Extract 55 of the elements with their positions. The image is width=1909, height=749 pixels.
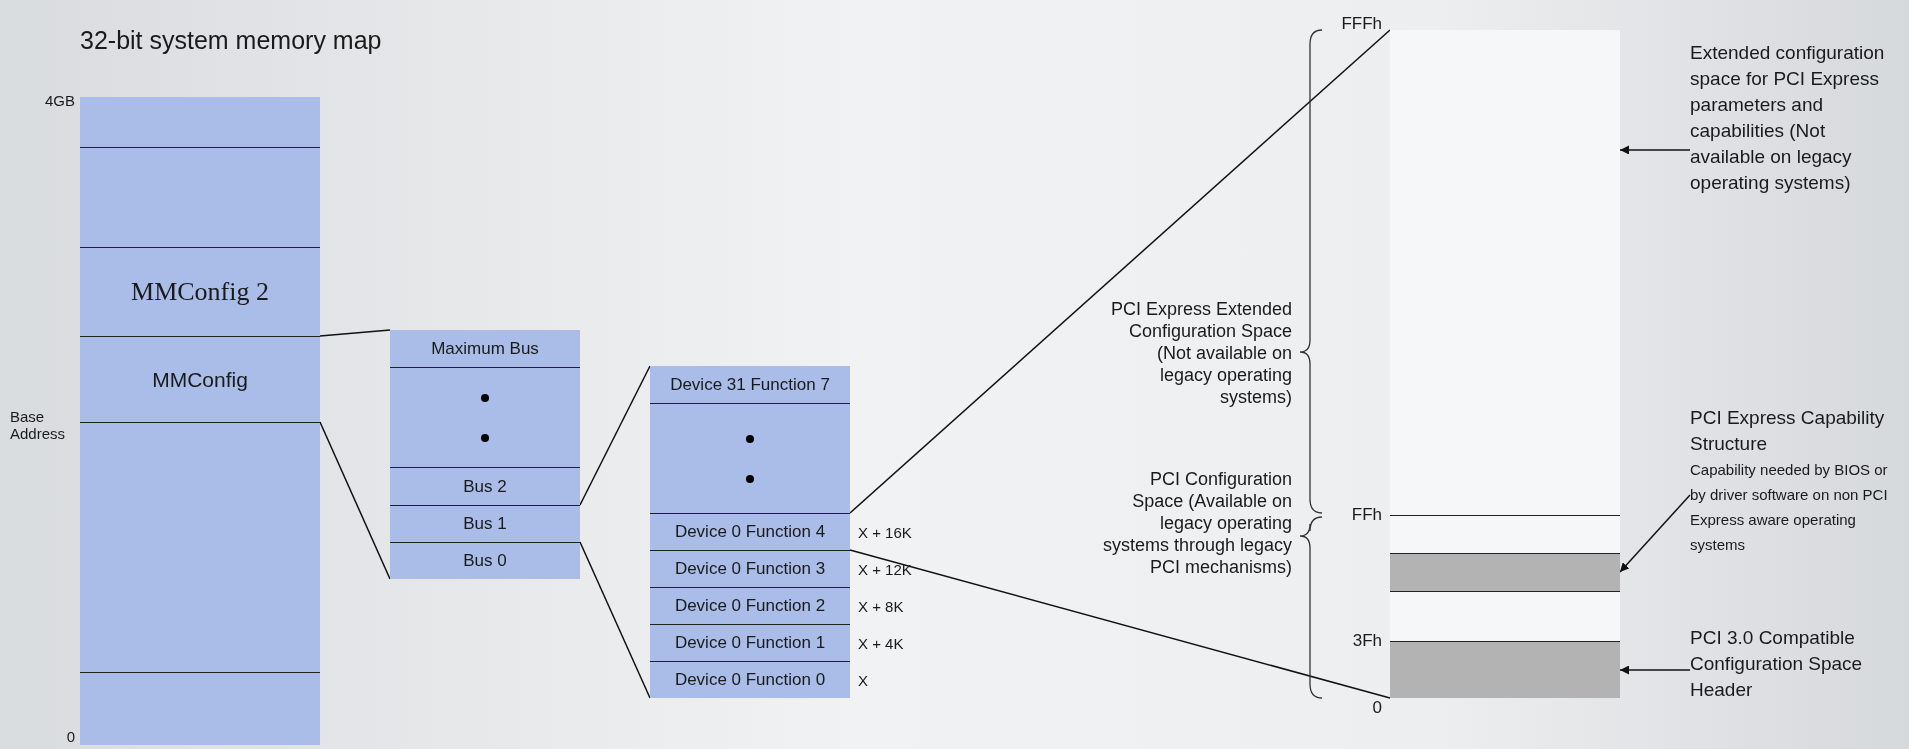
bus-row: Bus 2 — [390, 467, 580, 505]
memory-region: MMConfig 2 — [80, 247, 320, 336]
offset-label: X + 8K — [858, 598, 905, 615]
connector-line — [579, 365, 651, 506]
bus-column — [390, 330, 580, 579]
connector-line — [319, 329, 391, 337]
function-column — [650, 366, 850, 698]
function-row: Device 0 Function 1 — [650, 624, 850, 661]
function-row: Device 0 Function 3 — [650, 550, 850, 587]
memory-map-column — [80, 97, 320, 745]
bus-row: Bus 0 — [390, 542, 580, 579]
address-label: 3Fh — [1351, 631, 1382, 651]
config-region — [1390, 515, 1620, 553]
config-region — [1390, 30, 1620, 515]
offset-label: X — [858, 672, 869, 689]
annotation-text: PCI 3.0 Compatible Configuration Space Header — [1690, 625, 1905, 710]
address-label: FFh — [1350, 505, 1382, 525]
diagram-title: 32-bit system memory map — [80, 26, 382, 55]
config-space-column — [1390, 30, 1620, 698]
annotation-heading: PCI Express Capability Structure — [1690, 406, 1886, 456]
connector-line — [319, 421, 391, 580]
annotation-text: Capability needed by BIOS or by driver software on non PCI Express aware operating systems — [1690, 460, 1889, 555]
offset-label: X + 16K — [858, 524, 913, 541]
annotation-text: Extended configuration space for PCI Express parameters and capabilities (Not available on legacy operating systems) — [1690, 40, 1905, 270]
bracket-label: PCI Configuration Space (Available on legacy operating systems through legacy PCI mechanisms) — [1102, 468, 1292, 578]
connector-line — [849, 549, 1391, 699]
memory-region — [80, 147, 320, 247]
address-label: 0 — [1371, 698, 1382, 718]
function-row: Device 31 Function 7 — [650, 366, 850, 403]
function-row: Device 0 Function 4 — [650, 513, 850, 550]
memory-region: MMConfig — [80, 336, 320, 422]
bus-row: Bus 1 — [390, 505, 580, 542]
config-region — [1390, 553, 1620, 591]
bracket-label: PCI Express Extended Configuration Space (Not available on legacy operating systems) — [1109, 298, 1292, 408]
bus-row — [390, 367, 580, 467]
memory-region — [80, 97, 320, 147]
arrow — [1619, 665, 1691, 675]
config-region — [1390, 641, 1620, 698]
memory-region — [80, 422, 320, 672]
arrow — [1619, 494, 1691, 573]
offset-label: X + 4K — [858, 635, 905, 652]
memory-region — [80, 672, 320, 745]
offset-label: X + 12K — [858, 561, 913, 578]
address-label: FFFh — [1340, 14, 1382, 34]
config-region — [1390, 591, 1620, 641]
function-row: Device 0 Function 0 — [650, 661, 850, 698]
address-label: 4GB — [44, 92, 75, 109]
bus-row: Maximum Bus — [390, 330, 580, 367]
base-address-label: Base Address — [10, 408, 67, 442]
function-row — [650, 403, 850, 513]
connector-line — [849, 29, 1391, 514]
arrow — [1619, 145, 1691, 155]
function-row: Device 0 Function 2 — [650, 587, 850, 624]
address-label: 0 — [65, 728, 75, 745]
connector-line — [579, 541, 651, 699]
